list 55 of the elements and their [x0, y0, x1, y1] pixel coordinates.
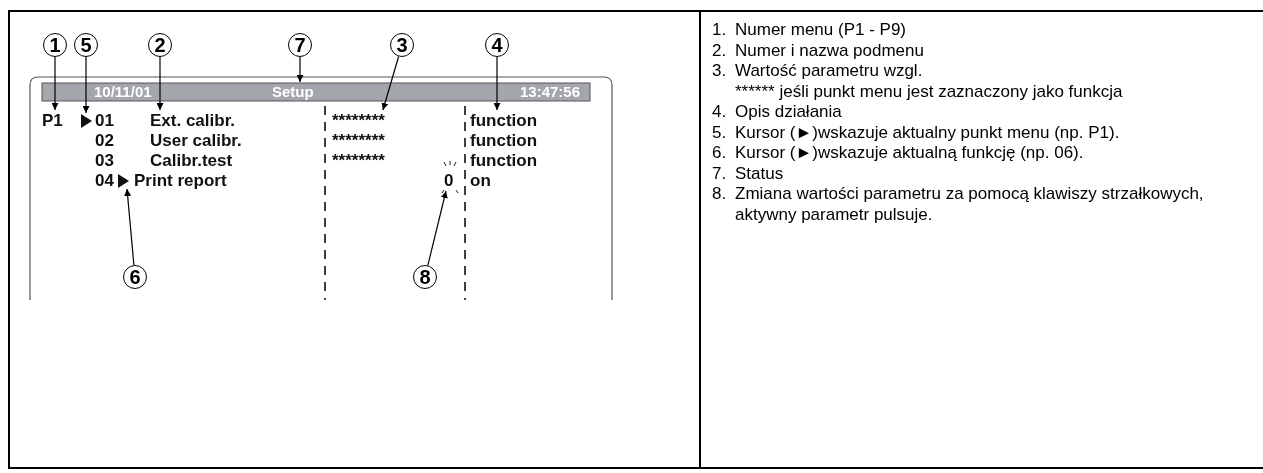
screen-text: 0 [444, 171, 454, 190]
screen-text: 01 [95, 111, 114, 130]
list-number: 7. [712, 163, 728, 184]
list-number: 4. [712, 102, 728, 123]
list-text: ****** jeśli punkt menu jest zaznaczony jako funkcja [735, 81, 1124, 102]
leader-arrow [124, 188, 135, 266]
callout-number: 5 [74, 33, 98, 57]
leader-arrow [156, 56, 164, 111]
list-number: 2. [712, 40, 728, 61]
screen-text: function [470, 151, 538, 170]
list-text: Opis działania [735, 102, 843, 123]
screen-text: Calibr.test [150, 151, 233, 170]
list-text: Wartość parametru wzgl. [735, 61, 924, 82]
screen-text: function [470, 111, 538, 130]
screen-text: Print report [134, 171, 227, 190]
list-number: 1. [712, 20, 728, 41]
list-text: Numer i nazwa podmenu [735, 40, 925, 61]
leader-arrow [82, 56, 90, 114]
screen-text: ******** [332, 151, 385, 170]
screen-text: ******** [332, 111, 385, 130]
list-number: 5. [712, 122, 728, 143]
status-text: 13:47:56 [520, 83, 581, 101]
callout-number: 8 [413, 265, 437, 289]
list-text: Numer menu (P1 - P9) [735, 20, 907, 41]
callout-number: 2 [148, 33, 172, 57]
screen-text: on [470, 171, 491, 190]
list-number: 6. [712, 143, 728, 164]
screen-text: P1 [42, 111, 63, 130]
callout-number: 7 [288, 33, 312, 57]
leader-arrow [296, 56, 304, 83]
status-text: Setup [272, 83, 314, 101]
screen-text: function [470, 131, 538, 150]
screen-text: 02 [95, 131, 114, 150]
callout-number: 3 [390, 33, 414, 57]
list-number: 8. [712, 184, 728, 205]
leader-arrow [51, 56, 59, 111]
leader-arrow [493, 56, 501, 111]
cursor-icon [81, 114, 92, 128]
leader-arrow [381, 55, 400, 111]
status-text: 10/11/01 [94, 83, 152, 101]
screen-text: ******** [332, 131, 385, 150]
leader-arrow [427, 190, 448, 266]
list-text: Status [735, 163, 785, 184]
list-number: 3. [712, 61, 728, 82]
cursor-icon [118, 174, 129, 188]
list-text: Kursor (►)wskazuje aktualny punkt menu (np. P1). [735, 122, 1121, 143]
list-text: Zmiana wartości parametru za pomocą klawiszy strzałkowych, aktywny parametr pulsuje. [735, 184, 1205, 225]
screen-text: User calibr. [150, 131, 242, 150]
screen-text: 03 [95, 151, 114, 170]
callout-number: 1 [43, 33, 67, 57]
callout-number: 4 [485, 33, 509, 57]
screen-text: Ext. calibr. [150, 111, 236, 130]
list-text: Kursor (►)wskazuje aktualną funkcję (np. 06). [735, 143, 1085, 164]
callout-number: 6 [123, 265, 147, 289]
screen-text: 04 [95, 171, 114, 190]
